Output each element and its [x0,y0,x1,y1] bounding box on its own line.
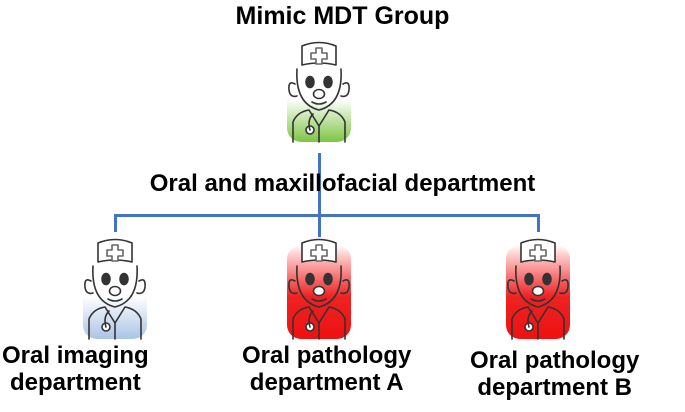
node-label-pathology-a: Oral pathology department A [242,342,412,397]
node-label-imaging: Oral imaging department [2,342,149,397]
doctor-icon-root [287,41,351,143]
node-label-pathology-b: Oral pathology department B [470,347,640,402]
node-label-imaging-line2: department [10,368,141,396]
parent-department-label: Oral and maxillofacial department [149,170,536,197]
node-label-imaging-line1: Oral imaging [2,342,149,369]
connector-pathology-a [318,214,321,232]
connector-horizontal [114,214,540,217]
connector-imaging [114,214,117,232]
diagram-title: Mimic MDT Group [235,2,450,30]
doctor-icon-pathology-a [287,238,351,340]
node-label-pathology-b-line2: department B [477,373,633,401]
node-label-pathology-b-line1: Oral pathology [470,347,640,374]
connector-root-vertical [318,153,321,237]
connector-pathology-b [537,214,540,232]
node-label-pathology-a-line2: department A [249,368,404,396]
doctor-icon-pathology-b [506,238,570,340]
doctor-icon-imaging [83,238,147,340]
node-label-pathology-a-line1: Oral pathology [242,342,412,369]
